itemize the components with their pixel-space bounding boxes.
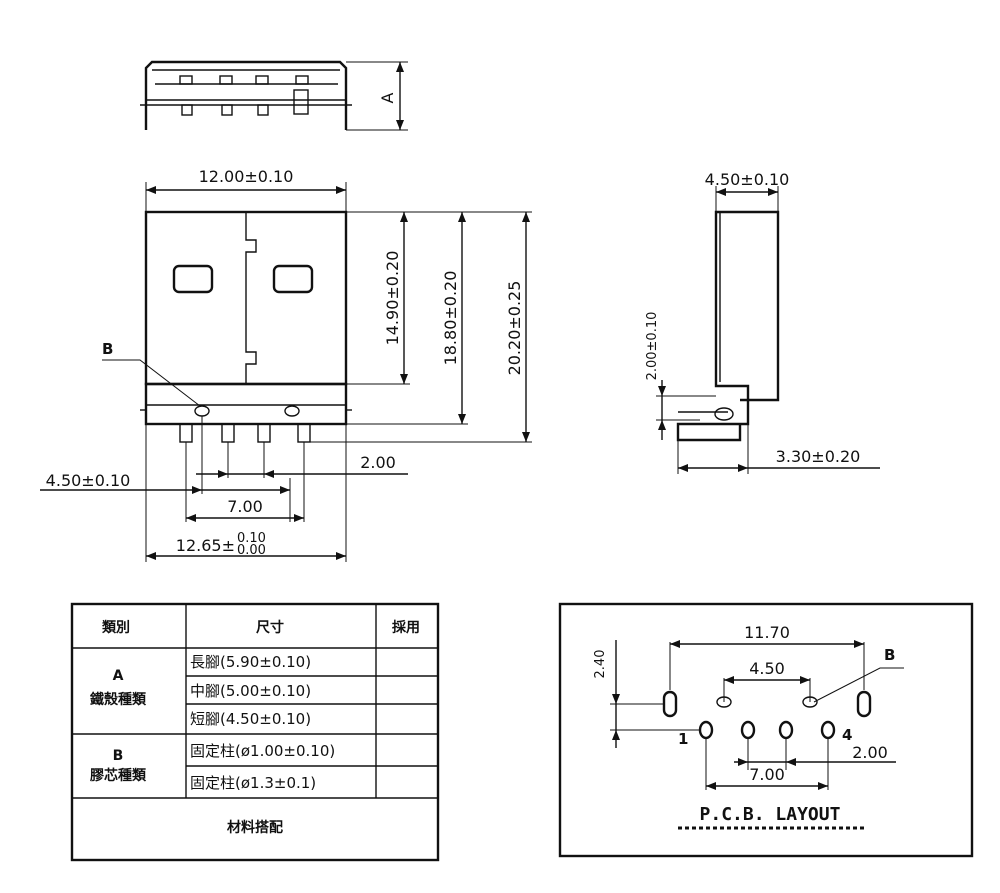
table-row-short-pin: 短腳(4.50±0.10) [190,710,311,728]
spec-table: 類別 尺寸 採用 A 鐵殼種類 B 膠芯種類 長腳(5.90±0.10) 中腳(… [70,602,440,862]
pcb-inner-dim: 4.50 [749,659,785,678]
label-a-top: A [378,92,397,103]
front-pitch-dim: 2.00 [360,453,396,472]
side-view: 4.50±0.10 2.00±0.10 3.30±0.20 [645,170,880,474]
top-view: A [140,60,408,131]
pcb-pitch-dim: 2.00 [852,743,888,762]
front-width-dim: 12.00±0.10 [199,167,294,186]
front-h2-dim: 18.80±0.20 [441,271,460,366]
group-b-name: 膠芯種類 [90,767,147,784]
pcb-layout: 11.70 4.50 2.40 B 1 4 [558,602,974,858]
table-header-used: 採用 [392,619,420,636]
pcb-width-dim: 11.70 [744,623,790,642]
pcb-span-dim: 7.00 [749,765,785,784]
side-height-dim: 2.00±0.10 [645,312,660,381]
pcb-pin-4: 4 [842,726,852,744]
table-header-size: 尺寸 [256,619,284,636]
group-a-name: 鐵殼種類 [90,691,147,708]
table-header-category: 類別 [101,620,130,636]
pcb-height-dim: 2.40 [593,650,608,679]
side-width-dim: 4.50±0.10 [705,170,790,189]
table-row-post-2: 固定柱(ø1.3±0.1) [190,774,316,792]
front-offset-dim: 4.50±0.10 [46,471,131,490]
group-b-code: B [113,748,124,764]
front-overall-dim: 12.65± [176,536,235,555]
table-row-mid-pin: 中腳(5.00±0.10) [190,682,311,700]
front-label-b: B [102,340,113,358]
group-a-code: A [113,668,124,684]
side-depth-dim: 3.30±0.20 [776,447,861,466]
front-overall-tol-upper: 0.10 [237,531,266,546]
pcb-pin-1: 1 [678,730,688,748]
pcb-label-b: B [884,646,895,664]
front-h1-dim: 14.90±0.20 [383,251,402,346]
front-overall-tol-lower: 0.00 [237,543,266,558]
table-row-post-1: 固定柱(ø1.00±0.10) [190,742,335,760]
front-h3-dim: 20.20±0.25 [505,281,524,376]
table-footer: 材料搭配 [227,819,283,836]
table-row-long-pin: 長腳(5.90±0.10) [190,653,311,671]
front-span-dim: 7.00 [227,497,263,516]
pcb-title: P.C.B. LAYOUT [700,804,841,825]
front-view: 12.00±0.10 B 14.90±0.20 18.80±0.2 [40,167,532,562]
